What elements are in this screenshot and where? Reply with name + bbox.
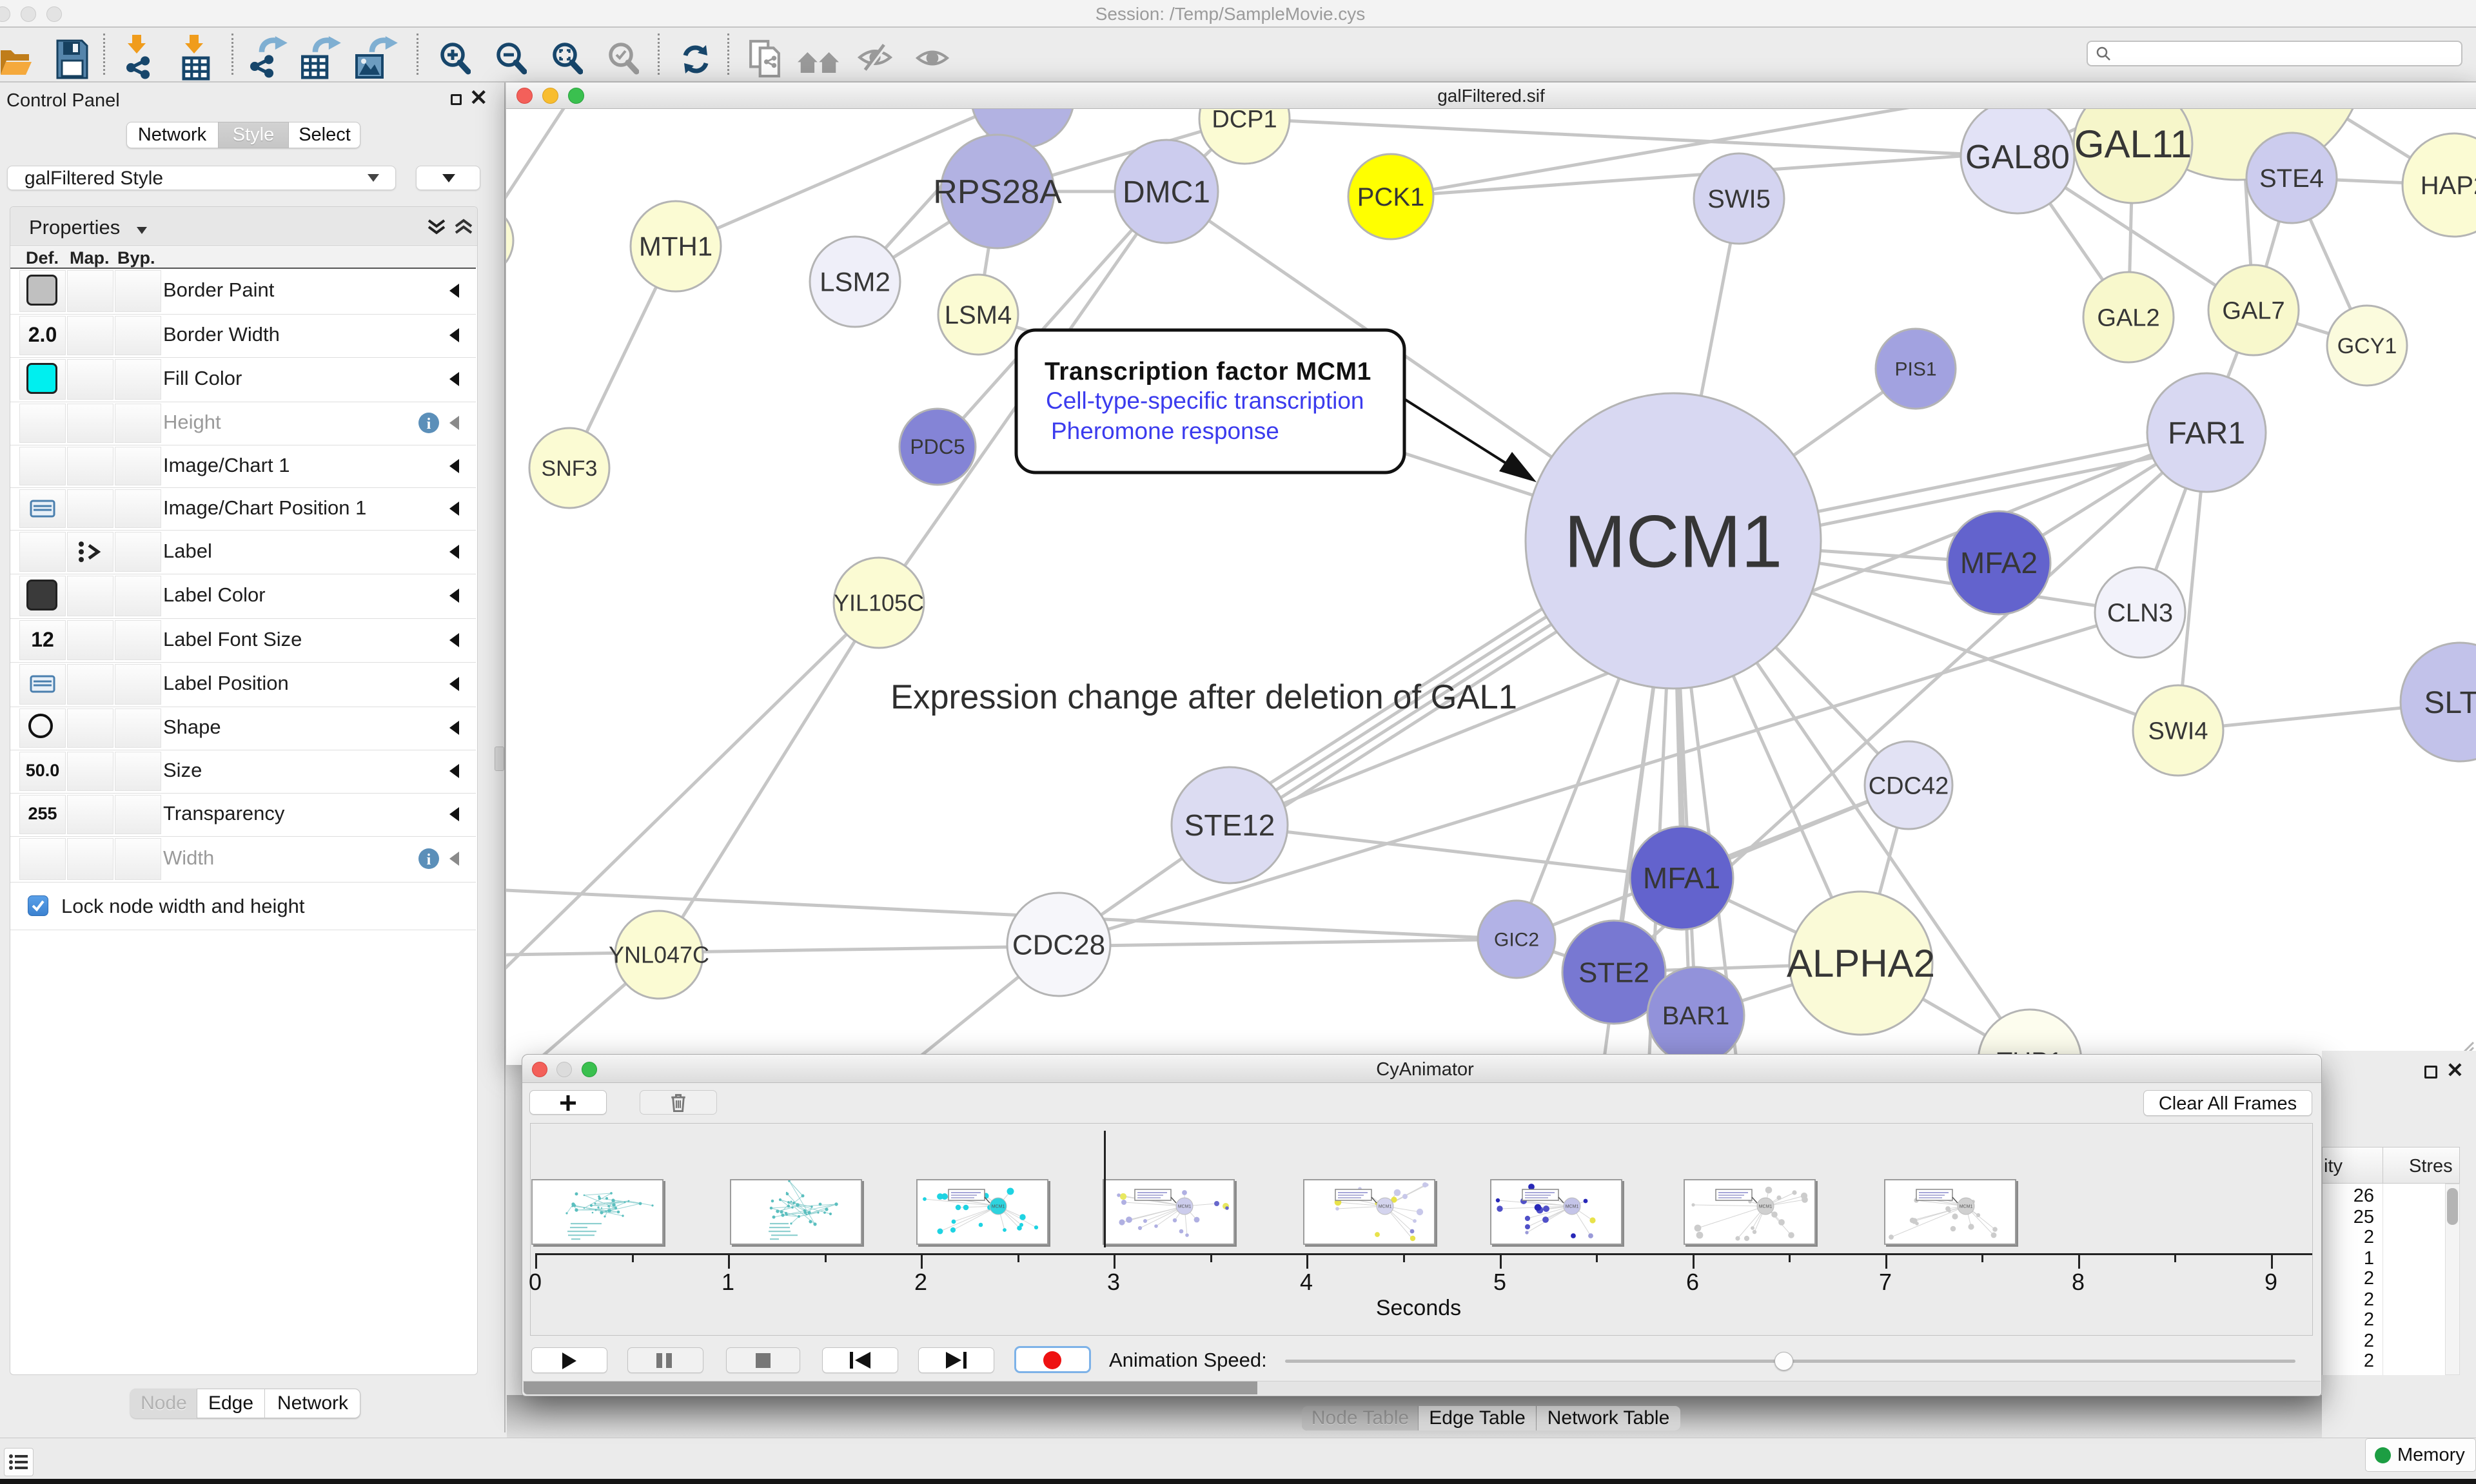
svg-text:MCM1: MCM1: [1960, 1205, 1973, 1209]
svg-text:STE2: STE2: [1578, 957, 1649, 988]
svg-text:BAR1: BAR1: [1662, 1002, 1730, 1030]
svg-text:ALPHA2: ALPHA2: [1787, 942, 1935, 985]
svg-text:PDC5: PDC5: [910, 435, 965, 458]
svg-text:MTH1: MTH1: [639, 231, 712, 262]
svg-text:YIL105C: YIL105C: [834, 590, 924, 616]
svg-text:FAR1: FAR1: [2168, 416, 2245, 451]
svg-text:MCM1: MCM1: [1566, 1205, 1579, 1209]
svg-text:Transcription factor MCM1: Transcription factor MCM1: [1045, 358, 1371, 386]
svg-text:LSM2: LSM2: [820, 267, 890, 297]
svg-text:GCY1: GCY1: [2337, 334, 2397, 358]
svg-text:Pheromone response: Pheromone response: [1051, 418, 1279, 444]
svg-text:Expression change after deleti: Expression change after deletion of GAL1: [890, 678, 1517, 716]
svg-text:MFA2: MFA2: [1960, 546, 2038, 580]
svg-text:GAL80: GAL80: [1965, 139, 2070, 176]
svg-text:PCK1: PCK1: [1357, 183, 1425, 211]
svg-text:SWI4: SWI4: [2148, 718, 2208, 745]
svg-text:DMC1: DMC1: [1123, 175, 1210, 210]
svg-text:MCM1: MCM1: [1759, 1205, 1773, 1209]
svg-text:i: i: [427, 416, 431, 433]
svg-text:YNL047C: YNL047C: [609, 942, 709, 968]
svg-text:CDC42: CDC42: [1869, 772, 1949, 799]
svg-text:GIC2: GIC2: [1494, 930, 1539, 951]
svg-text:i: i: [427, 852, 431, 868]
svg-text:STE4: STE4: [2259, 164, 2324, 193]
svg-text:MFA1: MFA1: [1643, 861, 1720, 895]
svg-text:CDC28: CDC28: [1012, 929, 1105, 961]
svg-text:GAL7: GAL7: [2222, 297, 2284, 324]
svg-text:SLT2: SLT2: [2424, 686, 2476, 720]
svg-text:MCM1: MCM1: [992, 1205, 1005, 1209]
svg-text:DCP1: DCP1: [1212, 109, 1277, 133]
svg-text:MCM1: MCM1: [1178, 1205, 1192, 1209]
svg-text:HAP2: HAP2: [2421, 171, 2476, 200]
svg-text:GAL11: GAL11: [2074, 122, 2192, 166]
svg-text:CLN3: CLN3: [2107, 599, 2173, 627]
svg-text:SNF3: SNF3: [542, 456, 598, 481]
svg-text:RPS28A: RPS28A: [933, 173, 1062, 211]
svg-text:LSM4: LSM4: [945, 301, 1012, 329]
svg-text:MCM1: MCM1: [1564, 500, 1783, 583]
svg-text:Cell-type-specific transcripti: Cell-type-specific transcription: [1046, 387, 1364, 414]
svg-text:SWI5: SWI5: [1707, 185, 1771, 213]
svg-text:MCM1: MCM1: [1379, 1205, 1392, 1209]
svg-text:GAL2: GAL2: [2097, 304, 2159, 331]
svg-text:PIS1: PIS1: [1894, 359, 1936, 380]
svg-text:STE12: STE12: [1184, 808, 1275, 842]
